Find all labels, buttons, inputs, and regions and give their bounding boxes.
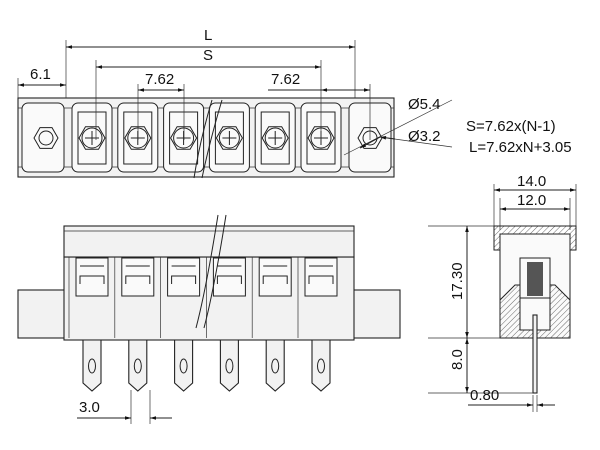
dim-17-30: 17.30	[449, 262, 466, 300]
top-view	[17, 97, 395, 179]
terminal-screw	[71, 102, 113, 173]
dim-6-1: 6.1	[30, 66, 51, 83]
dim-diameter-5-4: Ø5.4	[408, 96, 441, 113]
terminal-pin	[114, 257, 155, 392]
dim-L: L	[204, 27, 212, 44]
dim-0-80: 0.80	[470, 387, 499, 404]
mount-hole-icon	[357, 127, 383, 149]
end-cell	[21, 102, 65, 173]
dim-3-0: 3.0	[79, 399, 100, 416]
dim-14-0: 14.0	[517, 173, 546, 190]
front-view	[17, 214, 401, 392]
dim-8-0: 8.0	[449, 349, 466, 370]
terminal-screw	[163, 102, 205, 173]
formula-span: S=7.62x(N-1)	[466, 118, 556, 135]
terminal-pin	[206, 257, 246, 392]
dim-12-0: 12.0	[517, 192, 546, 209]
terminal-screw	[254, 102, 296, 173]
dim-S: S	[203, 47, 213, 64]
hex-nut-icon	[33, 127, 59, 149]
side-view: 14.0 12.0 17.30 8.0 0.80	[428, 173, 577, 412]
terminal-screw	[208, 102, 250, 173]
dim-pitch-left: 7.62	[145, 71, 174, 88]
pin-width-dimension: 3.0	[77, 390, 172, 424]
top-dimensions: L S 6.1 7.62 7.62 Ø5.4 Ø3.2	[17, 27, 453, 156]
terminal-pin	[160, 257, 201, 392]
dim-pitch-right: 7.62	[271, 71, 300, 88]
terminal-pin	[68, 257, 109, 392]
formula-length: L=7.62xN+3.05	[469, 139, 572, 156]
dim-diameter-3-2: Ø3.2	[408, 128, 441, 145]
terminal-pin	[251, 257, 292, 392]
terminal-pin	[297, 257, 338, 392]
